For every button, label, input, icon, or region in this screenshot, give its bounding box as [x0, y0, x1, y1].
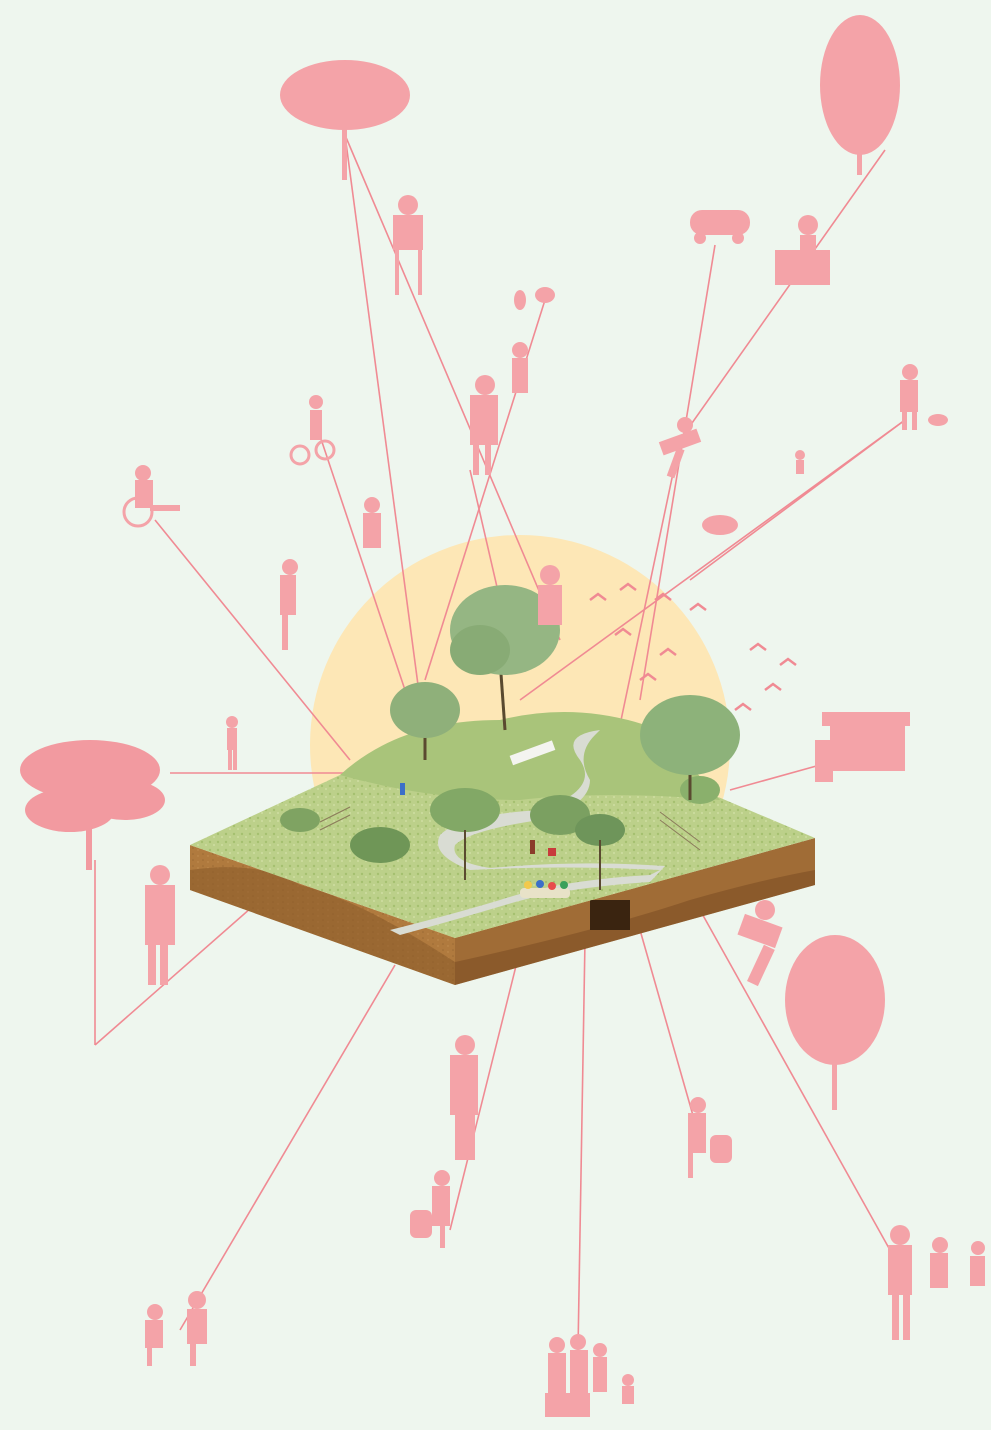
person-icon	[702, 515, 738, 535]
family-group-icon	[545, 1334, 634, 1417]
person-icon	[280, 559, 298, 650]
family-group-icon	[145, 865, 175, 985]
person-icon	[450, 1035, 478, 1160]
car-icon	[690, 210, 750, 244]
person-icon	[512, 342, 528, 393]
runner-icon	[659, 417, 701, 478]
bird-icon	[514, 287, 555, 310]
tree-icon	[20, 740, 165, 870]
tree-icon	[820, 15, 900, 175]
person-icon	[538, 565, 562, 625]
family-group-icon	[888, 1225, 985, 1340]
wheelchair-user-icon	[124, 465, 180, 526]
tree-icon	[785, 935, 885, 1110]
family-group-icon	[145, 1291, 207, 1366]
food-stall-icon	[815, 712, 910, 782]
person-icon	[737, 900, 782, 986]
cyclist-icon	[291, 395, 334, 464]
person-icon	[363, 497, 381, 548]
stroller-icon	[410, 1170, 450, 1248]
underground-tunnel	[590, 900, 630, 930]
elderly-person-icon	[393, 195, 423, 295]
stroller-icon	[688, 1097, 732, 1178]
person-icon	[226, 716, 238, 770]
dog-walker-icon	[900, 364, 948, 430]
food-stall-icon	[775, 215, 830, 285]
tree-icon	[280, 60, 410, 180]
person-icon	[795, 450, 805, 474]
